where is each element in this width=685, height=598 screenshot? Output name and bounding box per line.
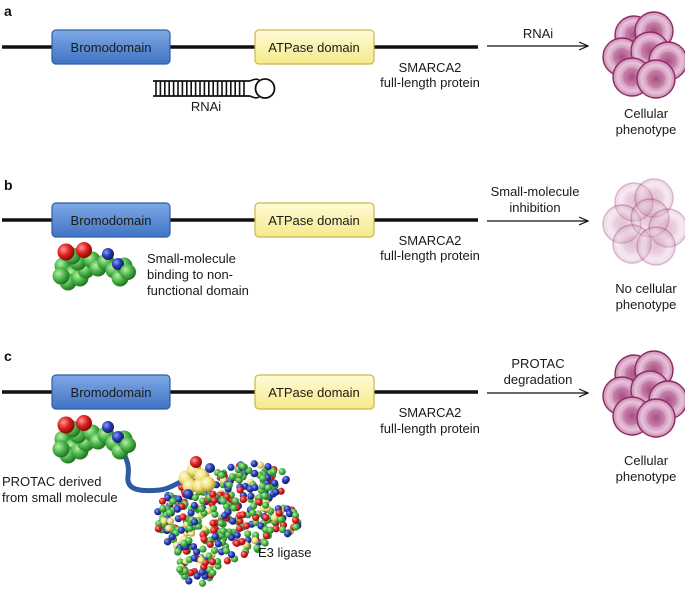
bromodomain-label: Bromodomain [71, 213, 152, 228]
rnai-hairpin-icon [153, 78, 276, 99]
protein-label-line2: full-length protein [380, 248, 480, 263]
protac-label-line2: from small molecule [2, 490, 118, 505]
atpase-domain-box [254, 29, 375, 65]
atpase-domain-label: ATPase domain [268, 213, 360, 228]
protein-label-line1: SMARCA2 [399, 405, 462, 420]
cell-cluster-faded [602, 178, 685, 266]
protein-label-line2: full-length protein [380, 75, 480, 90]
panel-letter-a: a [4, 3, 12, 19]
e3-ligand-icon [178, 456, 216, 499]
protac-label-line1: PROTAC derived [2, 474, 101, 489]
small-molecule-icon [52, 242, 136, 291]
arrow-label-line1: PROTAC [511, 356, 564, 371]
bromodomain-label: Bromodomain [71, 40, 152, 55]
panel-letter-c: c [4, 348, 12, 364]
panel-a: a Bromodomain ATPase domain SMARCA2 full… [2, 3, 685, 137]
atpase-domain-label: ATPase domain [268, 385, 360, 400]
cell-cluster [602, 11, 685, 99]
arrow-label-line2: degradation [504, 372, 573, 387]
e3-ligase-icon [154, 460, 302, 587]
cell-icon [636, 226, 676, 266]
molecule-label-line1: Small-molecule [147, 251, 236, 266]
ligase-label: E3 ligase [258, 545, 311, 560]
bromodomain-label: Bromodomain [71, 385, 152, 400]
outcome-line1: Cellular [624, 106, 669, 121]
atpase-domain-box [254, 374, 375, 410]
bromodomain-box [51, 374, 171, 410]
outcome-line1: Cellular [624, 453, 669, 468]
cell-icon [636, 398, 676, 438]
arrow-label-line1: Small-molecule [491, 184, 580, 199]
outcome-line1: No cellular [615, 281, 677, 296]
cell-cluster [602, 350, 685, 438]
protac-linker [115, 437, 193, 494]
arrow-label-line2: inhibition [509, 200, 560, 215]
outcome-line2: phenotype [616, 469, 677, 484]
outcome-line2: phenotype [616, 122, 677, 137]
protein-label-line1: SMARCA2 [399, 60, 462, 75]
bromodomain-box [51, 29, 171, 65]
molecule-label-line2: binding to non- [147, 267, 233, 282]
protein-label-line1: SMARCA2 [399, 233, 462, 248]
atpase-domain-box [254, 202, 375, 238]
hairpin-label: RNAi [191, 99, 221, 114]
bromodomain-box [51, 202, 171, 238]
molecule-label-line3: functional domain [147, 283, 249, 298]
panel-letter-b: b [4, 177, 13, 193]
arrow-label-line1: RNAi [523, 26, 553, 41]
panel-c: c Bromodomain ATPase domain SMARCA2 full… [2, 348, 685, 587]
panel-b: b Bromodomain ATPase domain SMARCA2 full… [2, 177, 685, 312]
cell-icon [636, 59, 676, 99]
outcome-line2: phenotype [616, 297, 677, 312]
atpase-domain-label: ATPase domain [268, 40, 360, 55]
protac-warhead-icon [52, 415, 136, 464]
protein-label-line2: full-length protein [380, 421, 480, 436]
